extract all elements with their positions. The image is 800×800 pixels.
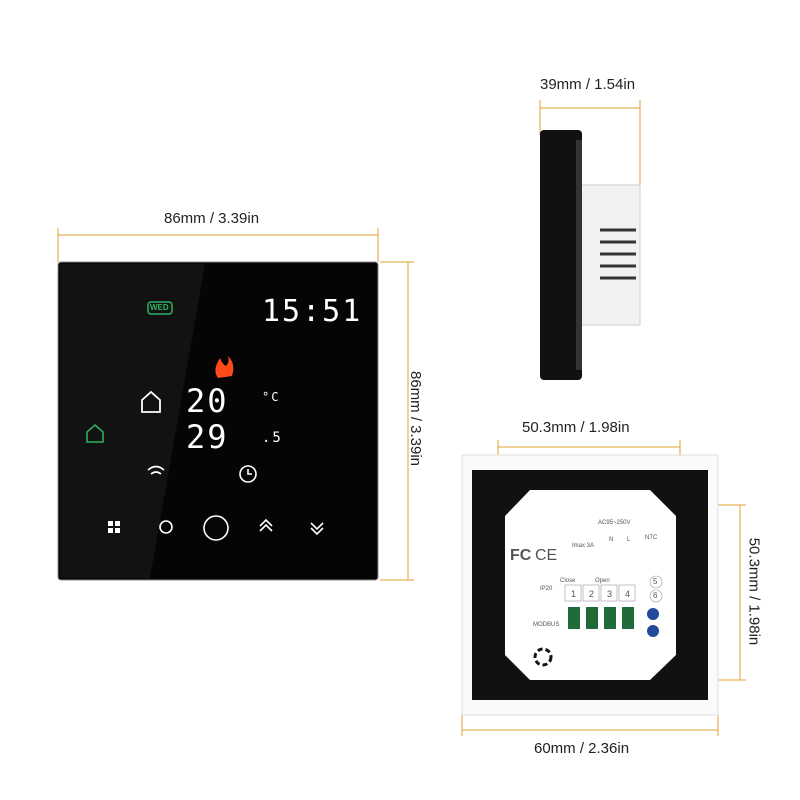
terminal-3: 3: [607, 589, 613, 599]
room-temperature: 20: [186, 382, 229, 420]
terminal-6: 6: [653, 591, 658, 600]
n-label: N: [609, 537, 614, 543]
back-view: [461, 454, 719, 716]
ip-label: IP20: [540, 586, 553, 592]
front-height-label: 86mm / 3.39in: [407, 370, 425, 467]
ntc-label: NTC: [645, 535, 658, 541]
close-label: Close: [560, 578, 576, 584]
front-panel: [57, 261, 379, 581]
side-view: [540, 130, 641, 380]
voltage-label: AC95~250V: [598, 520, 631, 526]
module-width-label: 50.3mm / 1.98in: [522, 419, 630, 436]
clock-display: 15:51: [262, 294, 363, 329]
front-width-label: 86mm / 3.39in: [164, 210, 260, 227]
terminal-1: 1: [571, 589, 577, 599]
imax-label: Imax 3A: [572, 543, 595, 549]
temperature-unit: °C: [262, 390, 281, 404]
l-label: L: [627, 537, 631, 543]
temperature-decimal: .5: [262, 430, 283, 446]
terminal-5: 5: [653, 577, 658, 586]
back-width-label: 60mm / 2.36in: [534, 740, 630, 757]
set-temperature: 29: [186, 418, 229, 456]
day-indicator: WED: [150, 303, 169, 312]
modbus-label: MODBUS: [533, 622, 560, 628]
side-depth-label: 39mm / 1.54in: [540, 76, 636, 93]
terminal-4: 4: [625, 589, 631, 599]
open-label: Open: [595, 578, 610, 584]
terminal-2: 2: [589, 589, 595, 599]
ce-mark: CE: [535, 547, 558, 564]
fc-mark: FC: [510, 547, 532, 564]
module-height-label: 50.3mm / 1.98in: [745, 537, 763, 646]
